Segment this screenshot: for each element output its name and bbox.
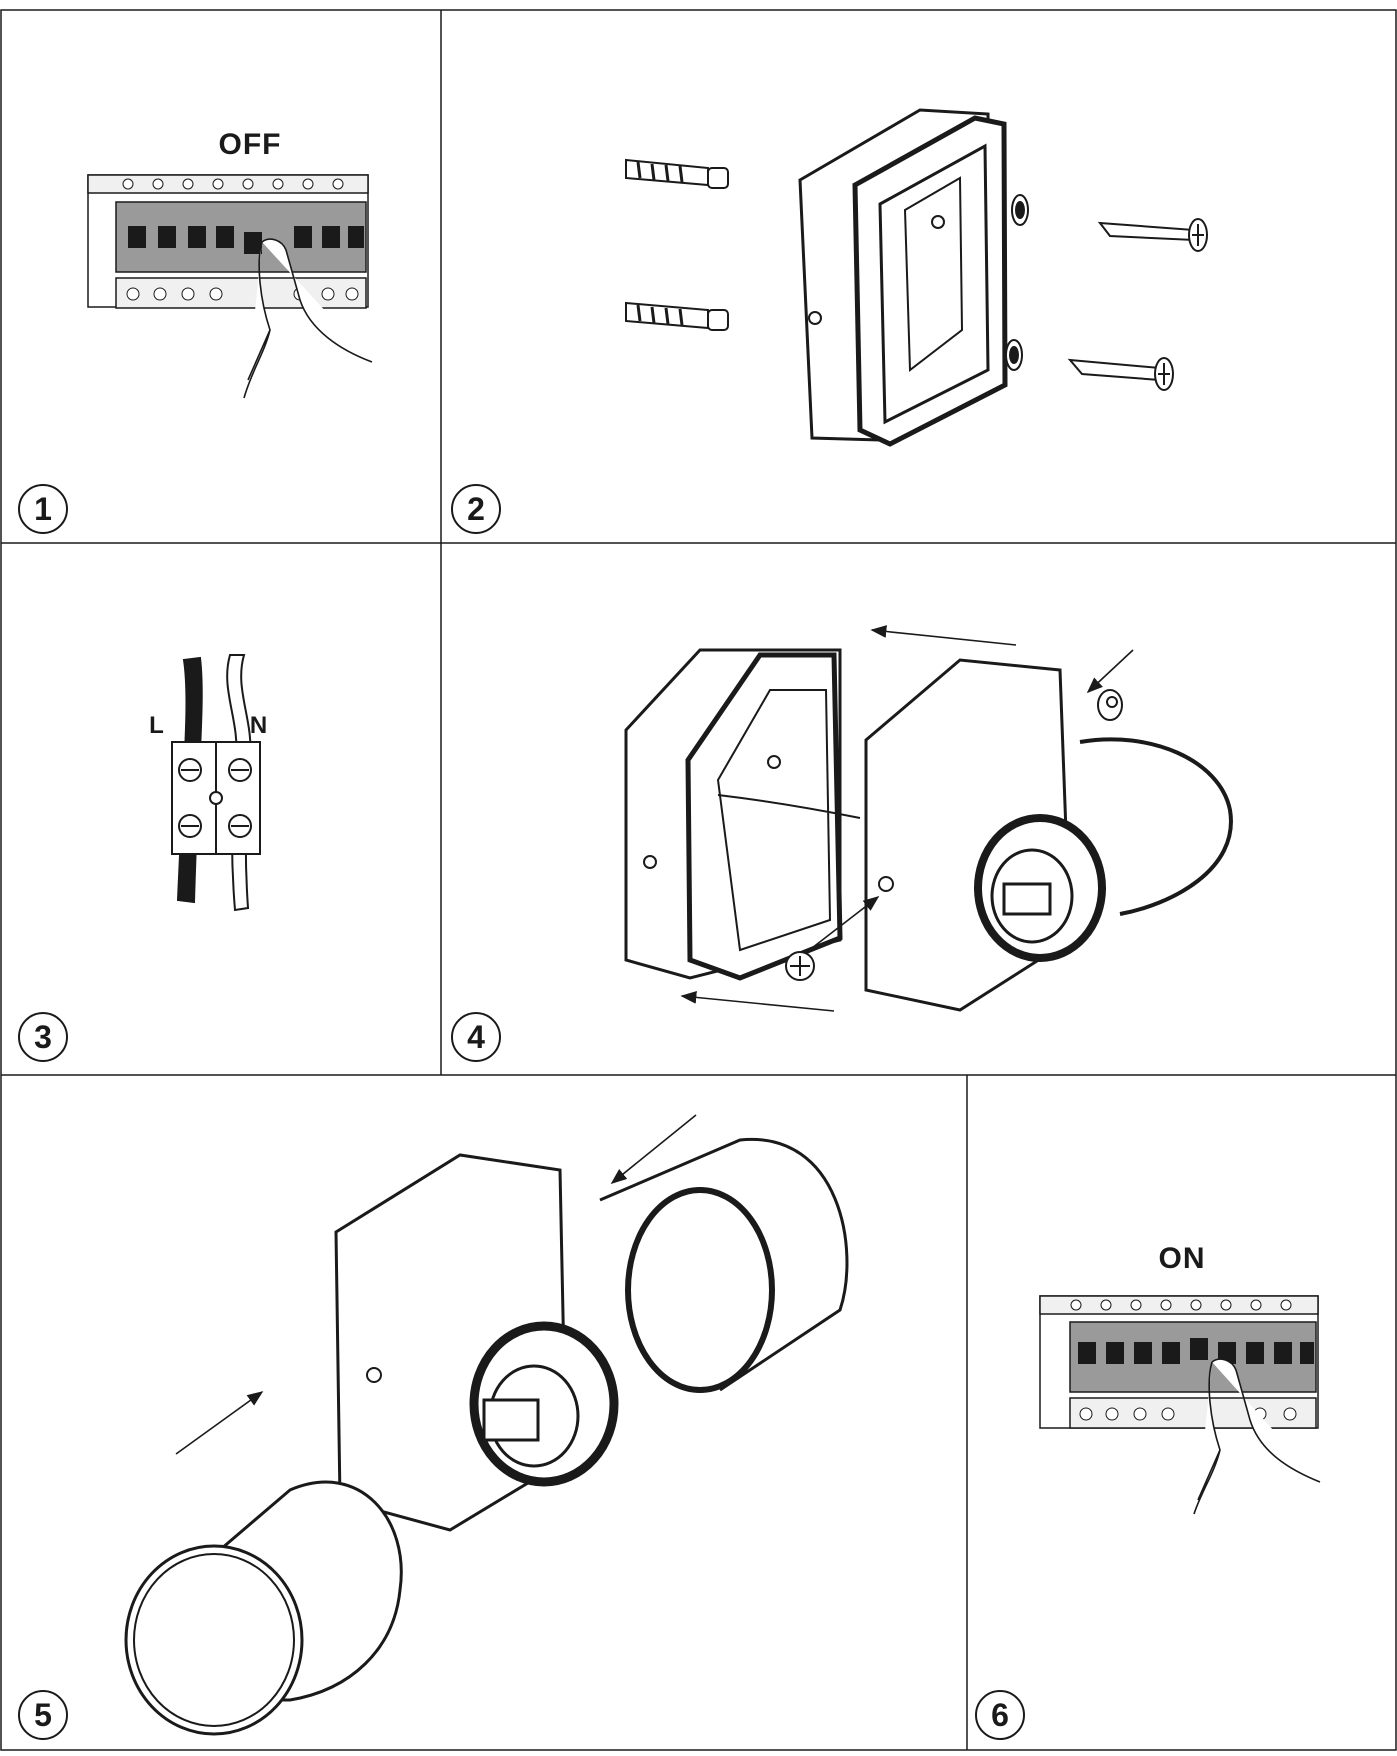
device-housing xyxy=(864,658,1233,1012)
small-screw-top xyxy=(1097,689,1123,721)
washer-bottom xyxy=(1005,339,1023,371)
step-number-5: 5 xyxy=(18,1690,68,1740)
breaker-panel-off xyxy=(87,174,369,309)
small-screw-bottom xyxy=(785,951,815,981)
switch-label-on: ON xyxy=(1158,1242,1206,1275)
switch-label-off: OFF xyxy=(218,128,282,161)
screw-bottom xyxy=(1067,357,1174,391)
step-number-6: 6 xyxy=(975,1690,1025,1740)
wire-label-right: N xyxy=(249,712,269,739)
step-number-3: 3 xyxy=(18,1012,68,1062)
step-number-1: 1 xyxy=(18,484,68,534)
direction-arrows-step5 xyxy=(175,1114,697,1455)
hand-icon-on xyxy=(1193,1358,1321,1515)
terminal-block xyxy=(171,741,261,855)
wall-anchor-top xyxy=(625,158,729,189)
hand-icon-off xyxy=(243,238,373,399)
panel-grid xyxy=(0,9,1397,1751)
screw-top xyxy=(1097,218,1208,252)
mounting-box xyxy=(798,108,1008,447)
washer-top xyxy=(1011,194,1029,226)
wire-label-left: L xyxy=(149,712,165,739)
breaker-panel-on xyxy=(1039,1295,1319,1429)
step-number-4: 4 xyxy=(451,1012,501,1062)
mounting-box-open xyxy=(624,648,861,981)
end-cap xyxy=(124,1480,403,1736)
wall-anchor-bottom xyxy=(625,301,729,331)
device-assembled xyxy=(334,1138,849,1532)
step-number-2: 2 xyxy=(451,484,501,534)
direction-arrows-step4 xyxy=(680,625,1134,1012)
